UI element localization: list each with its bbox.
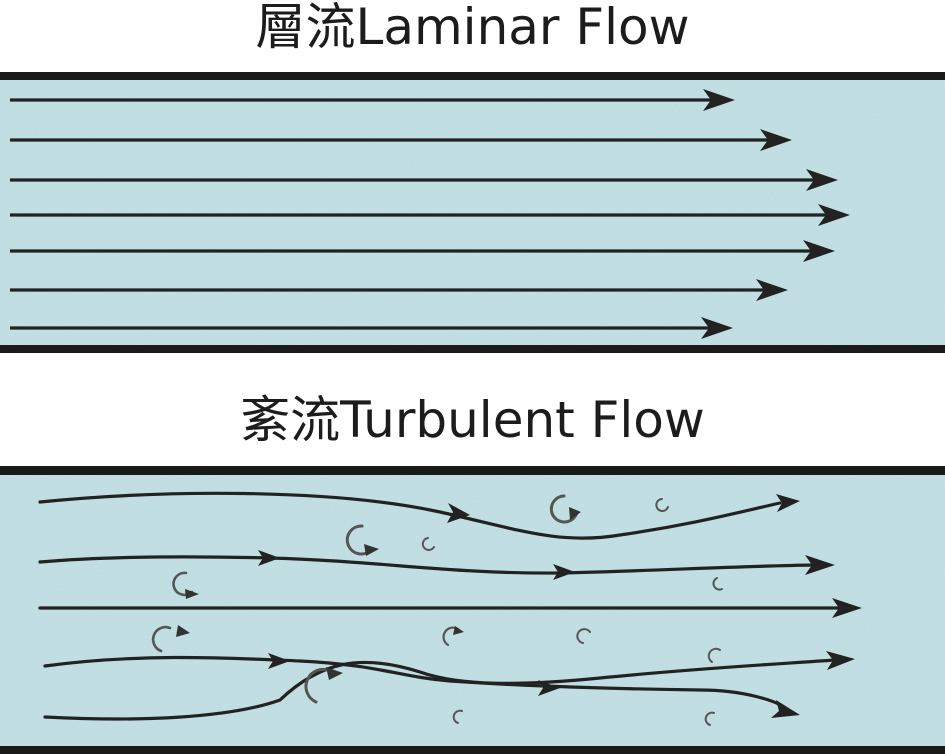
arrowhead-icon: [701, 317, 733, 339]
eddy-icon: [442, 626, 464, 647]
eddy-icon: [704, 711, 715, 726]
turbulent-streamline: [38, 491, 782, 540]
laminar-top-wall: [0, 72, 945, 80]
arrowhead-icon: [826, 651, 855, 670]
laminar-flow-title: 層流Laminar Flow: [255, 0, 690, 56]
arrowhead-icon: [258, 550, 280, 566]
arrowhead-icon: [703, 89, 735, 111]
eddy-icon: [421, 537, 435, 551]
laminar-streamline: [10, 169, 838, 191]
turbulent-top-wall: [0, 466, 945, 475]
turbulent-streamline: [43, 655, 792, 714]
eddy-icon: [345, 524, 379, 556]
arrowhead-icon: [776, 494, 800, 512]
arrowhead-icon: [818, 204, 850, 226]
laminar-flow-panel: [0, 72, 945, 353]
arrowhead-icon: [806, 169, 838, 191]
laminar-streamline: [10, 89, 735, 111]
eddy-icon: [304, 667, 343, 704]
laminar-streamline: [10, 240, 835, 262]
arrowhead-icon: [832, 598, 862, 618]
eddy-icon: [655, 498, 669, 512]
eddy-icon: [549, 494, 581, 524]
laminar-streamline: [10, 204, 850, 226]
arrowhead-icon: [447, 503, 470, 523]
turbulent-bottom-wall: [0, 746, 945, 754]
laminar-streamline: [10, 279, 788, 301]
arrowhead-icon: [803, 240, 835, 262]
laminar-streamline: [10, 129, 792, 151]
arrowhead-icon: [805, 555, 835, 575]
turbulent-flow-title: 紊流Turbulent Flow: [240, 391, 705, 449]
turbulent-fluid-region: [0, 472, 945, 748]
eddy-icon: [707, 647, 721, 663]
turbulent-streamline: [38, 555, 817, 575]
eddy-icon: [151, 625, 190, 653]
arrowhead-icon: [756, 279, 788, 301]
arrowhead-icon: [760, 129, 792, 151]
arrowhead-icon: [553, 564, 575, 580]
eddy-icon: [712, 577, 723, 591]
turbulent-streamline: [43, 658, 837, 721]
eddy-icon: [172, 571, 199, 599]
laminar-bottom-wall: [0, 345, 945, 353]
turbulent-flow-panel: [0, 466, 945, 754]
arrowhead-icon: [268, 653, 290, 669]
laminar-streamline: [10, 317, 733, 339]
eddy-icon: [452, 709, 463, 724]
arrowhead-icon: [538, 680, 560, 696]
arrowhead-icon: [771, 700, 800, 718]
eddy-icon: [576, 628, 591, 644]
